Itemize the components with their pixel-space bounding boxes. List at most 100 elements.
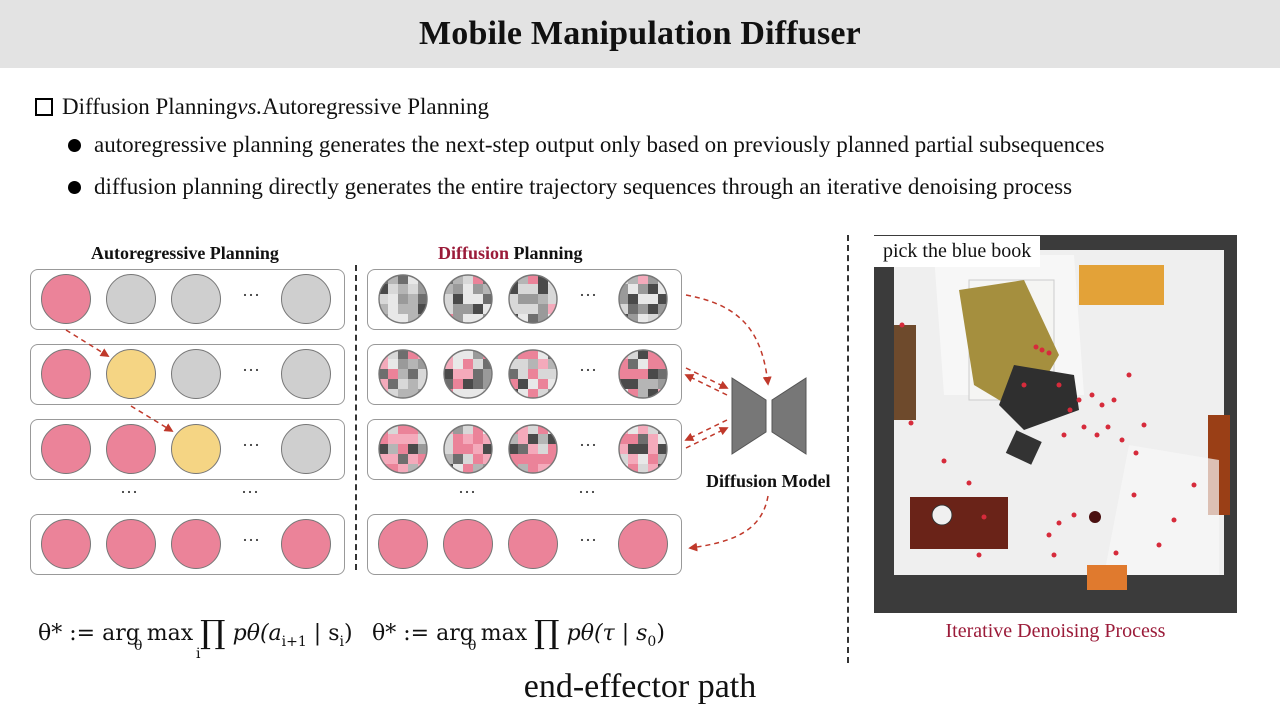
formula-rhs: pθ(a bbox=[232, 621, 282, 646]
noisy-step-circle bbox=[508, 424, 558, 474]
row-ellipsis: ··· bbox=[579, 360, 597, 380]
diffusion-panel-title: Diffusion Planning bbox=[438, 243, 583, 264]
diffusion-flow-arrow bbox=[685, 427, 729, 449]
row-ellipsis: ··· bbox=[242, 530, 260, 550]
scene-instruction-label: pick the blue book bbox=[874, 236, 1041, 267]
formula-lhs: θ* := arg max bbox=[38, 621, 194, 646]
unplanned-step-circle bbox=[281, 274, 331, 324]
current-step-circle bbox=[106, 349, 156, 399]
diffusion-row: ··· bbox=[367, 344, 682, 405]
diffusion-title-highlight: Diffusion bbox=[438, 243, 510, 263]
formula-subscript: i bbox=[339, 634, 344, 650]
formula-under-max: θ bbox=[134, 638, 143, 654]
formula-rhs: | s bbox=[306, 621, 340, 646]
denoised-step-circle bbox=[378, 519, 428, 569]
noisy-step-circle bbox=[443, 424, 493, 474]
room-topdown-image bbox=[874, 235, 1237, 613]
noisy-step-circle bbox=[508, 349, 558, 399]
slide-title: Mobile Manipulation Diffuser bbox=[419, 15, 861, 52]
vertical-ellipsis: ··· bbox=[241, 482, 259, 502]
unplanned-step-circle bbox=[281, 424, 331, 474]
ar-row: ··· bbox=[30, 514, 345, 575]
formula-subscript: 0 bbox=[647, 634, 657, 650]
formula-rhs: ) bbox=[343, 621, 353, 646]
noisy-step-circle bbox=[378, 274, 428, 324]
noisy-step-circle bbox=[618, 274, 668, 324]
denoised-step-circle bbox=[443, 519, 493, 569]
product-symbol: ∏ bbox=[200, 613, 226, 651]
unplanned-step-circle bbox=[281, 349, 331, 399]
heading-part1: Diffusion Planning bbox=[62, 94, 238, 119]
noisy-step-circle bbox=[378, 424, 428, 474]
diffusion-flow-arrow bbox=[685, 367, 729, 389]
current-step-circle bbox=[171, 424, 221, 474]
planned-step-circle bbox=[106, 424, 156, 474]
scene-image bbox=[874, 235, 1237, 613]
row-ellipsis: ··· bbox=[242, 360, 260, 380]
formula-lhs: θ* := arg max bbox=[372, 621, 528, 646]
title-bar: Mobile Manipulation Diffuser bbox=[0, 0, 1280, 68]
noisy-step-circle bbox=[378, 349, 428, 399]
noisy-step-circle bbox=[618, 349, 668, 399]
autoregressive-panel-title: Autoregressive Planning bbox=[91, 243, 279, 263]
vertical-ellipsis: ··· bbox=[578, 482, 596, 502]
diffusion-row: ··· bbox=[367, 269, 682, 330]
heading-part2: Autoregressive Planning bbox=[262, 94, 489, 119]
formula-under-prod: i bbox=[196, 646, 201, 662]
bullet-dot-icon bbox=[68, 180, 81, 194]
bullet-item: diffusion planning directly generates th… bbox=[68, 174, 1072, 200]
bullet-text: diffusion planning directly generates th… bbox=[94, 174, 1073, 199]
diffusion-flow-arrow bbox=[684, 419, 728, 441]
planned-step-circle bbox=[171, 519, 221, 569]
panel-divider bbox=[847, 235, 849, 663]
denoised-step-circle bbox=[618, 519, 668, 569]
diffusion-row: ··· bbox=[367, 419, 682, 480]
diffusion-flow-arrow bbox=[688, 495, 769, 552]
vertical-ellipsis: ··· bbox=[120, 482, 138, 502]
planned-step-circle bbox=[41, 519, 91, 569]
planned-step-circle bbox=[41, 424, 91, 474]
formula-subscript: i+1 bbox=[281, 634, 307, 650]
row-ellipsis: ··· bbox=[579, 435, 597, 455]
section-heading: Diffusion Planning vs. Autoregressive Pl… bbox=[35, 94, 489, 120]
vertical-ellipsis: ··· bbox=[458, 482, 476, 502]
diffusion-model-label: Diffusion Model bbox=[706, 471, 831, 491]
noisy-step-circle bbox=[443, 274, 493, 324]
formula-rhs: ) bbox=[656, 621, 665, 646]
bottom-caption: end-effector path bbox=[523, 668, 757, 705]
row-ellipsis: ··· bbox=[242, 285, 260, 305]
row-ellipsis: ··· bbox=[242, 435, 260, 455]
ar-row: ··· bbox=[30, 419, 345, 480]
ar-row: ··· bbox=[30, 344, 345, 405]
planned-step-circle bbox=[106, 519, 156, 569]
ar-row: ··· bbox=[30, 269, 345, 330]
bullet-item: autoregressive planning generates the ne… bbox=[68, 132, 1104, 158]
diffusion-model-icon bbox=[731, 377, 807, 455]
noisy-step-circle bbox=[508, 274, 558, 324]
planned-step-circle bbox=[281, 519, 331, 569]
noisy-step-circle bbox=[618, 424, 668, 474]
unplanned-step-circle bbox=[106, 274, 156, 324]
row-ellipsis: ··· bbox=[579, 285, 597, 305]
denoising-path-points bbox=[899, 322, 1197, 558]
panel-divider bbox=[355, 265, 357, 570]
unplanned-step-circle bbox=[171, 274, 221, 324]
bullet-text: autoregressive planning generates the ne… bbox=[94, 132, 1105, 157]
scene-caption: Iterative Denoising Process bbox=[945, 620, 1166, 642]
diffusion-row: ··· bbox=[367, 514, 682, 575]
planned-step-circle bbox=[41, 349, 91, 399]
heading-vs: vs. bbox=[237, 94, 263, 119]
bullet-dot-icon bbox=[68, 138, 81, 152]
unplanned-step-circle bbox=[171, 349, 221, 399]
diffusion-flow-arrow bbox=[684, 374, 728, 396]
planned-step-circle bbox=[41, 274, 91, 324]
autoregressive-objective: θ* := arg max ∏ pθ(ai+1 | si) θ i bbox=[38, 610, 353, 662]
diffusion-flow-arrow bbox=[685, 294, 772, 386]
diffusion-title-rest: Planning bbox=[509, 243, 583, 263]
denoised-step-circle bbox=[508, 519, 558, 569]
noisy-step-circle bbox=[443, 349, 493, 399]
ar-step-arrow bbox=[65, 329, 110, 357]
product-symbol: ∏ bbox=[534, 613, 560, 651]
diffusion-objective: θ* := arg max ∏ pθ(τ | s0) θ bbox=[372, 610, 665, 654]
